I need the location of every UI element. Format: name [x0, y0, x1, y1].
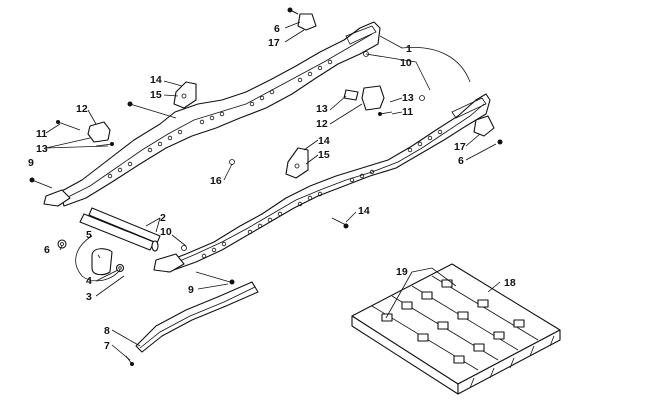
- front-rail-holes: [201, 129, 443, 259]
- callout-15-upper: 15: [150, 89, 162, 101]
- callout-10-top: 10: [400, 57, 412, 69]
- cross-shaft: [79, 207, 161, 252]
- track-clips: [381, 279, 525, 364]
- callout-17-right: 17: [454, 141, 466, 153]
- callout-13-right: 13: [402, 92, 414, 104]
- callout-6-right: 6: [458, 155, 464, 167]
- bumper-block: [91, 248, 113, 276]
- callout-13-left: 13: [36, 143, 48, 155]
- callout-13-center: 13: [316, 103, 328, 115]
- callout-9-lower: 9: [188, 284, 194, 296]
- callout-14-lower: 14: [358, 205, 370, 217]
- callout-labels: 6 17 1 10 14 15 12 11 13 9 13 12 13 11 1…: [28, 23, 516, 352]
- rear-rail-holes: [107, 59, 333, 179]
- lower-washer: [115, 263, 125, 273]
- callout-10-lower: 10: [160, 226, 172, 238]
- wear-strip: [135, 281, 259, 353]
- right-shock-block: [361, 85, 385, 111]
- right-clamp: [473, 115, 495, 137]
- callout-15-center: 15: [318, 149, 330, 161]
- callout-14-center: 14: [318, 135, 330, 147]
- left-shock-block: [87, 121, 111, 143]
- callout-5: 5: [86, 229, 92, 241]
- callout-12-center: 12: [316, 118, 328, 130]
- callout-11-right: 11: [402, 106, 413, 118]
- callout-16: 16: [210, 175, 222, 187]
- callout-7: 7: [104, 340, 110, 352]
- hardware: [29, 51, 425, 285]
- callout-14-upper: 14: [150, 74, 162, 86]
- callout-4: 4: [86, 275, 92, 287]
- callout-6-top: 6: [274, 23, 280, 35]
- callout-19: 19: [396, 266, 408, 278]
- callout-11-left: 11: [36, 128, 47, 140]
- right-cap-screw: [497, 139, 503, 145]
- callout-2: 2: [160, 212, 166, 224]
- callout-8: 8: [104, 325, 110, 337]
- leader-lines: [45, 9, 501, 361]
- track-section: [351, 263, 561, 395]
- callout-3: 3: [86, 291, 92, 303]
- rear-slide-rail: [43, 21, 381, 207]
- upper-bracket: [173, 81, 197, 109]
- callout-9-left: 9: [28, 157, 34, 169]
- callout-12-left: 12: [76, 103, 88, 115]
- track-lugs: [469, 335, 555, 389]
- front-slide-rail: [153, 93, 491, 273]
- rear-rail-tip: [43, 189, 71, 207]
- callout-1: 1: [406, 43, 412, 55]
- callout-18: 18: [504, 277, 516, 289]
- top-clamp: [297, 13, 317, 31]
- left-washer: [57, 239, 67, 249]
- front-rail-tip: [153, 253, 185, 273]
- center-bracket: [285, 147, 309, 179]
- callout-17-top: 17: [268, 37, 280, 49]
- callout-6-left: 6: [44, 244, 50, 256]
